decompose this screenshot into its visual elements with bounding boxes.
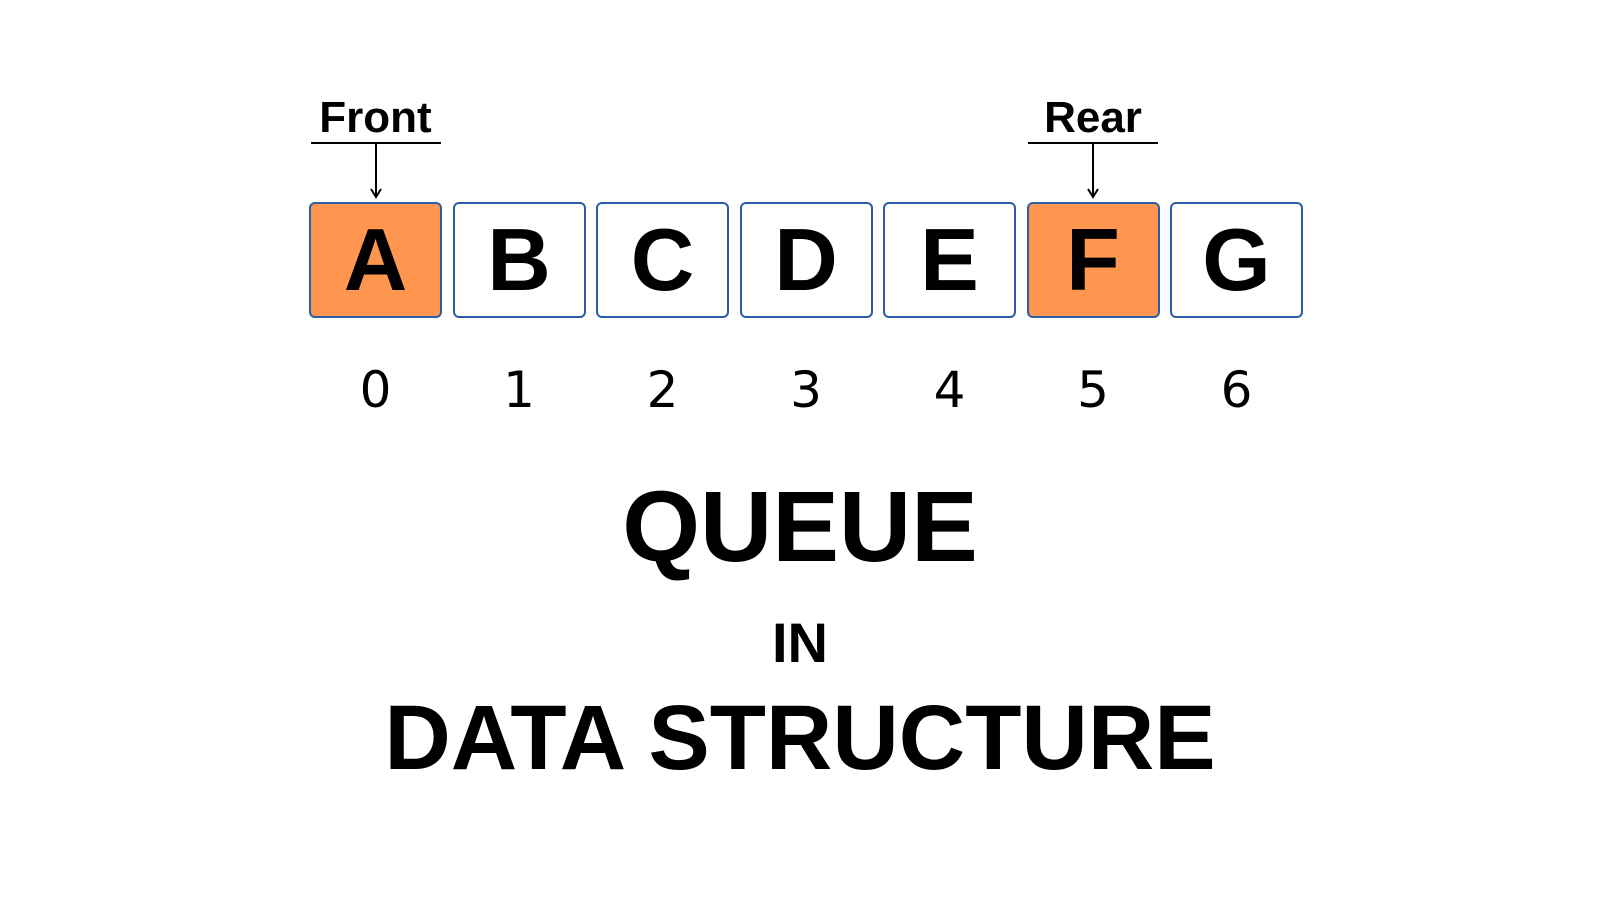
front-arrow-icon — [369, 144, 382, 199]
queue-index-label: 0 — [359, 361, 392, 419]
queue-index-label: 6 — [1220, 361, 1253, 419]
rear-label: Rear — [1028, 94, 1158, 144]
queue-cell: E — [883, 202, 1016, 318]
queue-cell: C — [596, 202, 729, 318]
title-in: IN — [772, 611, 828, 674]
rear-pointer: Rear — [1028, 94, 1158, 200]
queue-cell: G — [1170, 202, 1303, 318]
queue-index-label: 5 — [1077, 361, 1109, 419]
queue-index-label: 3 — [790, 361, 822, 419]
title-queue: QUEUE — [622, 471, 978, 583]
rear-arrow-icon — [1087, 144, 1099, 199]
queue-cell: A — [309, 202, 442, 318]
queue-cell: B — [452, 202, 586, 318]
title-data-structure: DATA STRUCTURE — [384, 687, 1216, 789]
queue-cell: D — [739, 202, 873, 318]
queue-indices: 0 1 2 3 4 5 6 — [309, 355, 1304, 425]
front-pointer: Front — [310, 94, 441, 200]
queue-index-label: 4 — [933, 361, 966, 419]
queue-index-label: 1 — [503, 361, 535, 419]
front-label: Front — [310, 94, 441, 144]
queue-cell: F — [1026, 202, 1160, 318]
queue-index-label: 2 — [646, 361, 679, 419]
